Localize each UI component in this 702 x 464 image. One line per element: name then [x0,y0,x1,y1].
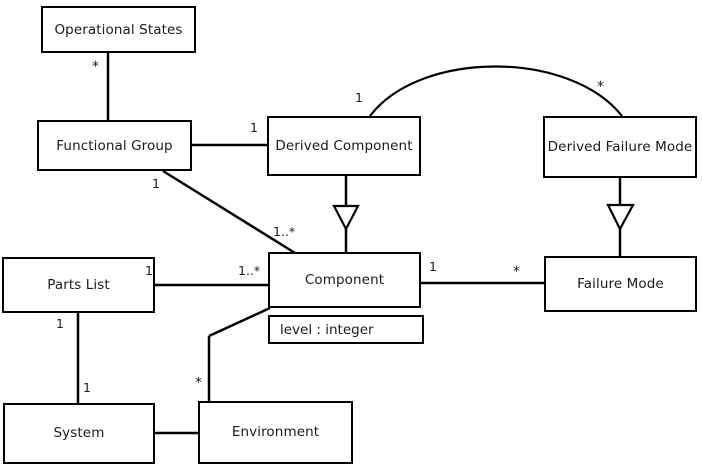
class-box-component[interactable]: Component [268,252,421,308]
multiplicity-functional-group-derived-component: 1 [250,120,258,135]
class-name-operational-states: Operational States [54,21,183,38]
multiplicity-environment-component: * [195,375,202,391]
multiplicity-functional-group-component: 1 [152,176,160,191]
attribute-level: level : integer [280,321,374,338]
multiplicity-component-failure-mode-target: * [513,264,520,280]
class-box-derived-failure-mode[interactable]: Derived Failure Mode [543,116,697,178]
multiplicity-operational-states-functional-group: * [92,59,99,75]
edge-environment-component-diagonal [208,306,271,338]
class-box-functional-group[interactable]: Functional Group [37,120,192,171]
class-attributes-component[interactable]: level : integer [268,315,424,344]
class-name-system: System [53,424,105,441]
class-name-functional-group: Functional Group [56,137,173,154]
class-name-derived-failure-mode: Derived Failure Mode [547,139,693,155]
multiplicity-derived-component-arc-source: 1 [355,90,363,105]
multiplicity-parts-list-component-source: 1 [145,263,153,278]
class-box-system[interactable]: System [3,403,155,464]
class-name-component: Component [304,272,385,288]
edge-derived-component-derived-failure-mode-arc [369,65,623,117]
multiplicity-parts-list-system-source: 1 [56,316,64,331]
class-box-parts-list[interactable]: Parts List [2,257,155,313]
class-name-failure-mode: Failure Mode [577,276,664,292]
class-name-parts-list: Parts List [47,277,110,293]
multiplicity-derived-failure-mode-arc-target: * [597,79,604,95]
class-box-derived-component[interactable]: Derived Component [267,116,421,176]
class-box-operational-states[interactable]: Operational States [41,6,196,53]
edge-functional-group-component [162,169,296,255]
generalization-triangle-component [332,204,360,232]
multiplicity-parts-list-component-target: 1..* [238,263,261,278]
multiplicity-component-from-functional-group: 1..* [273,224,296,239]
multiplicity-component-failure-mode-source: 1 [429,259,437,274]
multiplicity-parts-list-system-target: 1 [83,380,91,395]
class-box-failure-mode[interactable]: Failure Mode [544,256,697,312]
class-box-environment[interactable]: Environment [198,401,353,464]
class-name-environment: Environment [231,423,320,440]
class-name-derived-component: Derived Component [275,138,413,154]
generalization-triangle-failure-mode [606,203,635,232]
